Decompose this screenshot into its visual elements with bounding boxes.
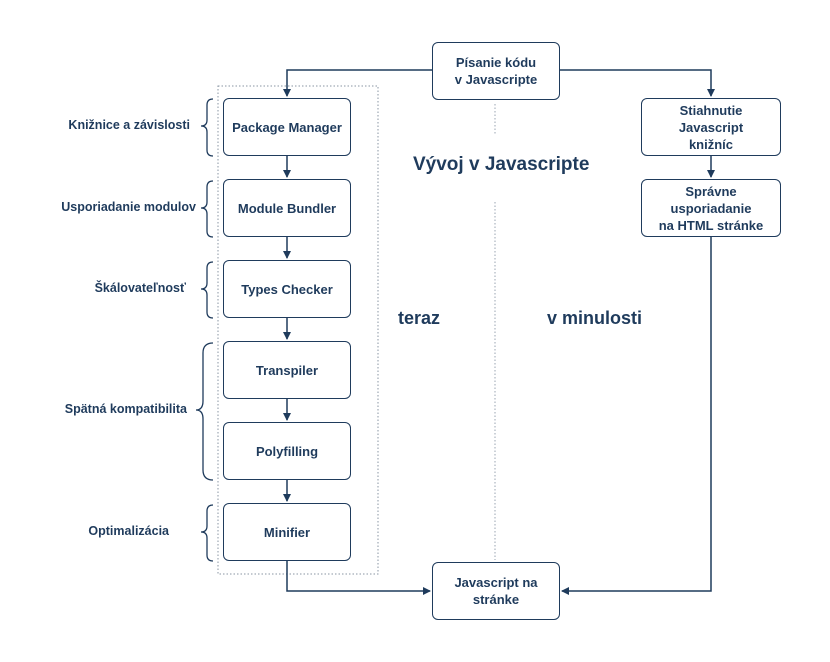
node-package-manager: Package Manager	[223, 98, 351, 156]
arrow-writing-to-download	[560, 69, 715, 97]
category-compatibility: Spätná kompatibilita	[64, 402, 187, 416]
node-module-bundler: Module Bundler	[223, 179, 351, 237]
brace-libraries	[200, 98, 214, 157]
node-js-on-page: Javascript na stránke	[432, 562, 560, 620]
node-types-checker: Types Checker	[223, 260, 351, 318]
now-region-outline	[217, 85, 379, 575]
category-libraries: Knižnice a závislosti	[68, 118, 190, 132]
diagram-title: Vývoj v Javascripte	[413, 154, 590, 175]
node-minifier: Minifier	[223, 503, 351, 561]
node-transpiler: Transpiler	[223, 341, 351, 399]
section-past: v minulosti	[547, 308, 643, 328]
brace-compatibility	[195, 342, 214, 481]
node-arrange-html: Správne usporiadanie na HTML stránke	[641, 179, 781, 237]
node-polyfilling: Polyfilling	[223, 422, 351, 480]
brace-modules	[200, 180, 214, 238]
brace-optimization	[200, 504, 214, 562]
brace-scalability	[200, 261, 214, 319]
arrow-arrange-to-page	[561, 237, 712, 595]
node-writing-code: Písanie kódu v Javascripte	[432, 42, 560, 100]
category-optimization: Optimalizácia	[88, 524, 169, 538]
category-modules: Usporiadanie modulov	[61, 200, 196, 214]
section-now: teraz	[398, 308, 441, 328]
node-download-libraries: Stiahnutie Javascript knižníc	[641, 98, 781, 156]
category-scalability: Škálovateľnosť	[94, 281, 186, 295]
arrow-writing-to-package-manager	[283, 69, 432, 97]
arrow-minifier-to-page	[286, 561, 431, 595]
